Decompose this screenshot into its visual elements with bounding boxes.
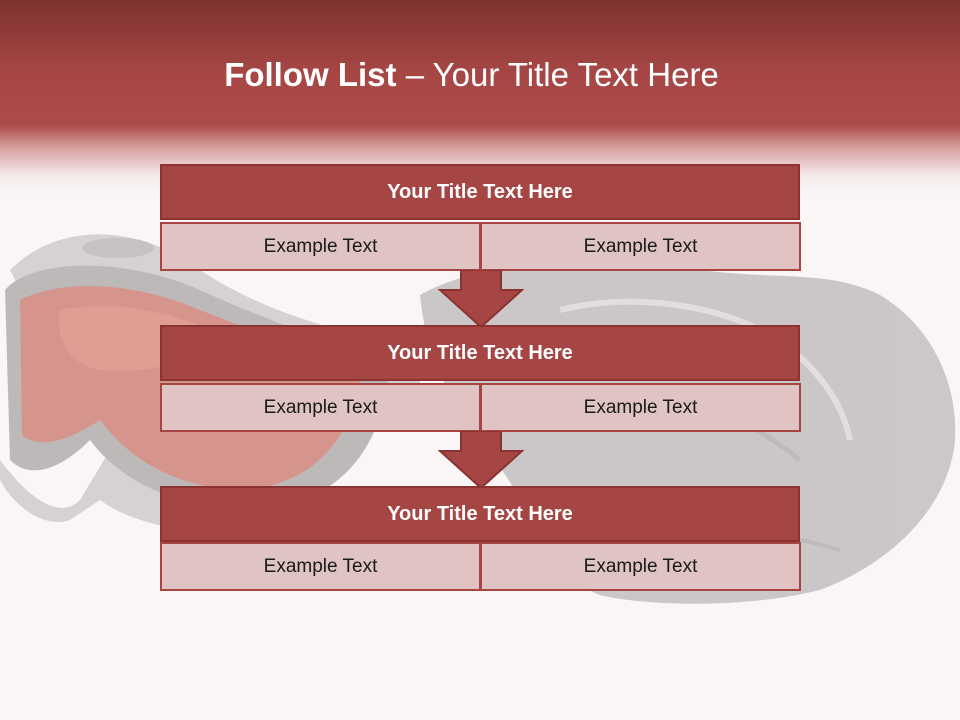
header-band <box>0 0 960 195</box>
step-2-title-box: Your Title Text Here <box>160 325 800 381</box>
slide-title: Follow List – Your Title Text Here <box>0 56 943 94</box>
step-1-right-cell: Example Text <box>480 222 801 271</box>
step-1-left-cell: Example Text <box>160 222 481 271</box>
step-2-left-cell: Example Text <box>160 383 481 432</box>
step-3-right-cell: Example Text <box>480 542 801 591</box>
step-3-title-box: Your Title Text Here <box>160 486 800 542</box>
step-1-title-box: Your Title Text Here <box>160 164 800 220</box>
step-3-left-cell: Example Text <box>160 542 481 591</box>
step-2-right-cell: Example Text <box>480 383 801 432</box>
down-arrow-2-icon <box>438 431 524 489</box>
slide-title-bold: Follow List <box>224 56 397 93</box>
slide-title-rest: – Your Title Text Here <box>396 56 719 93</box>
down-arrow-1-icon <box>438 270 524 328</box>
